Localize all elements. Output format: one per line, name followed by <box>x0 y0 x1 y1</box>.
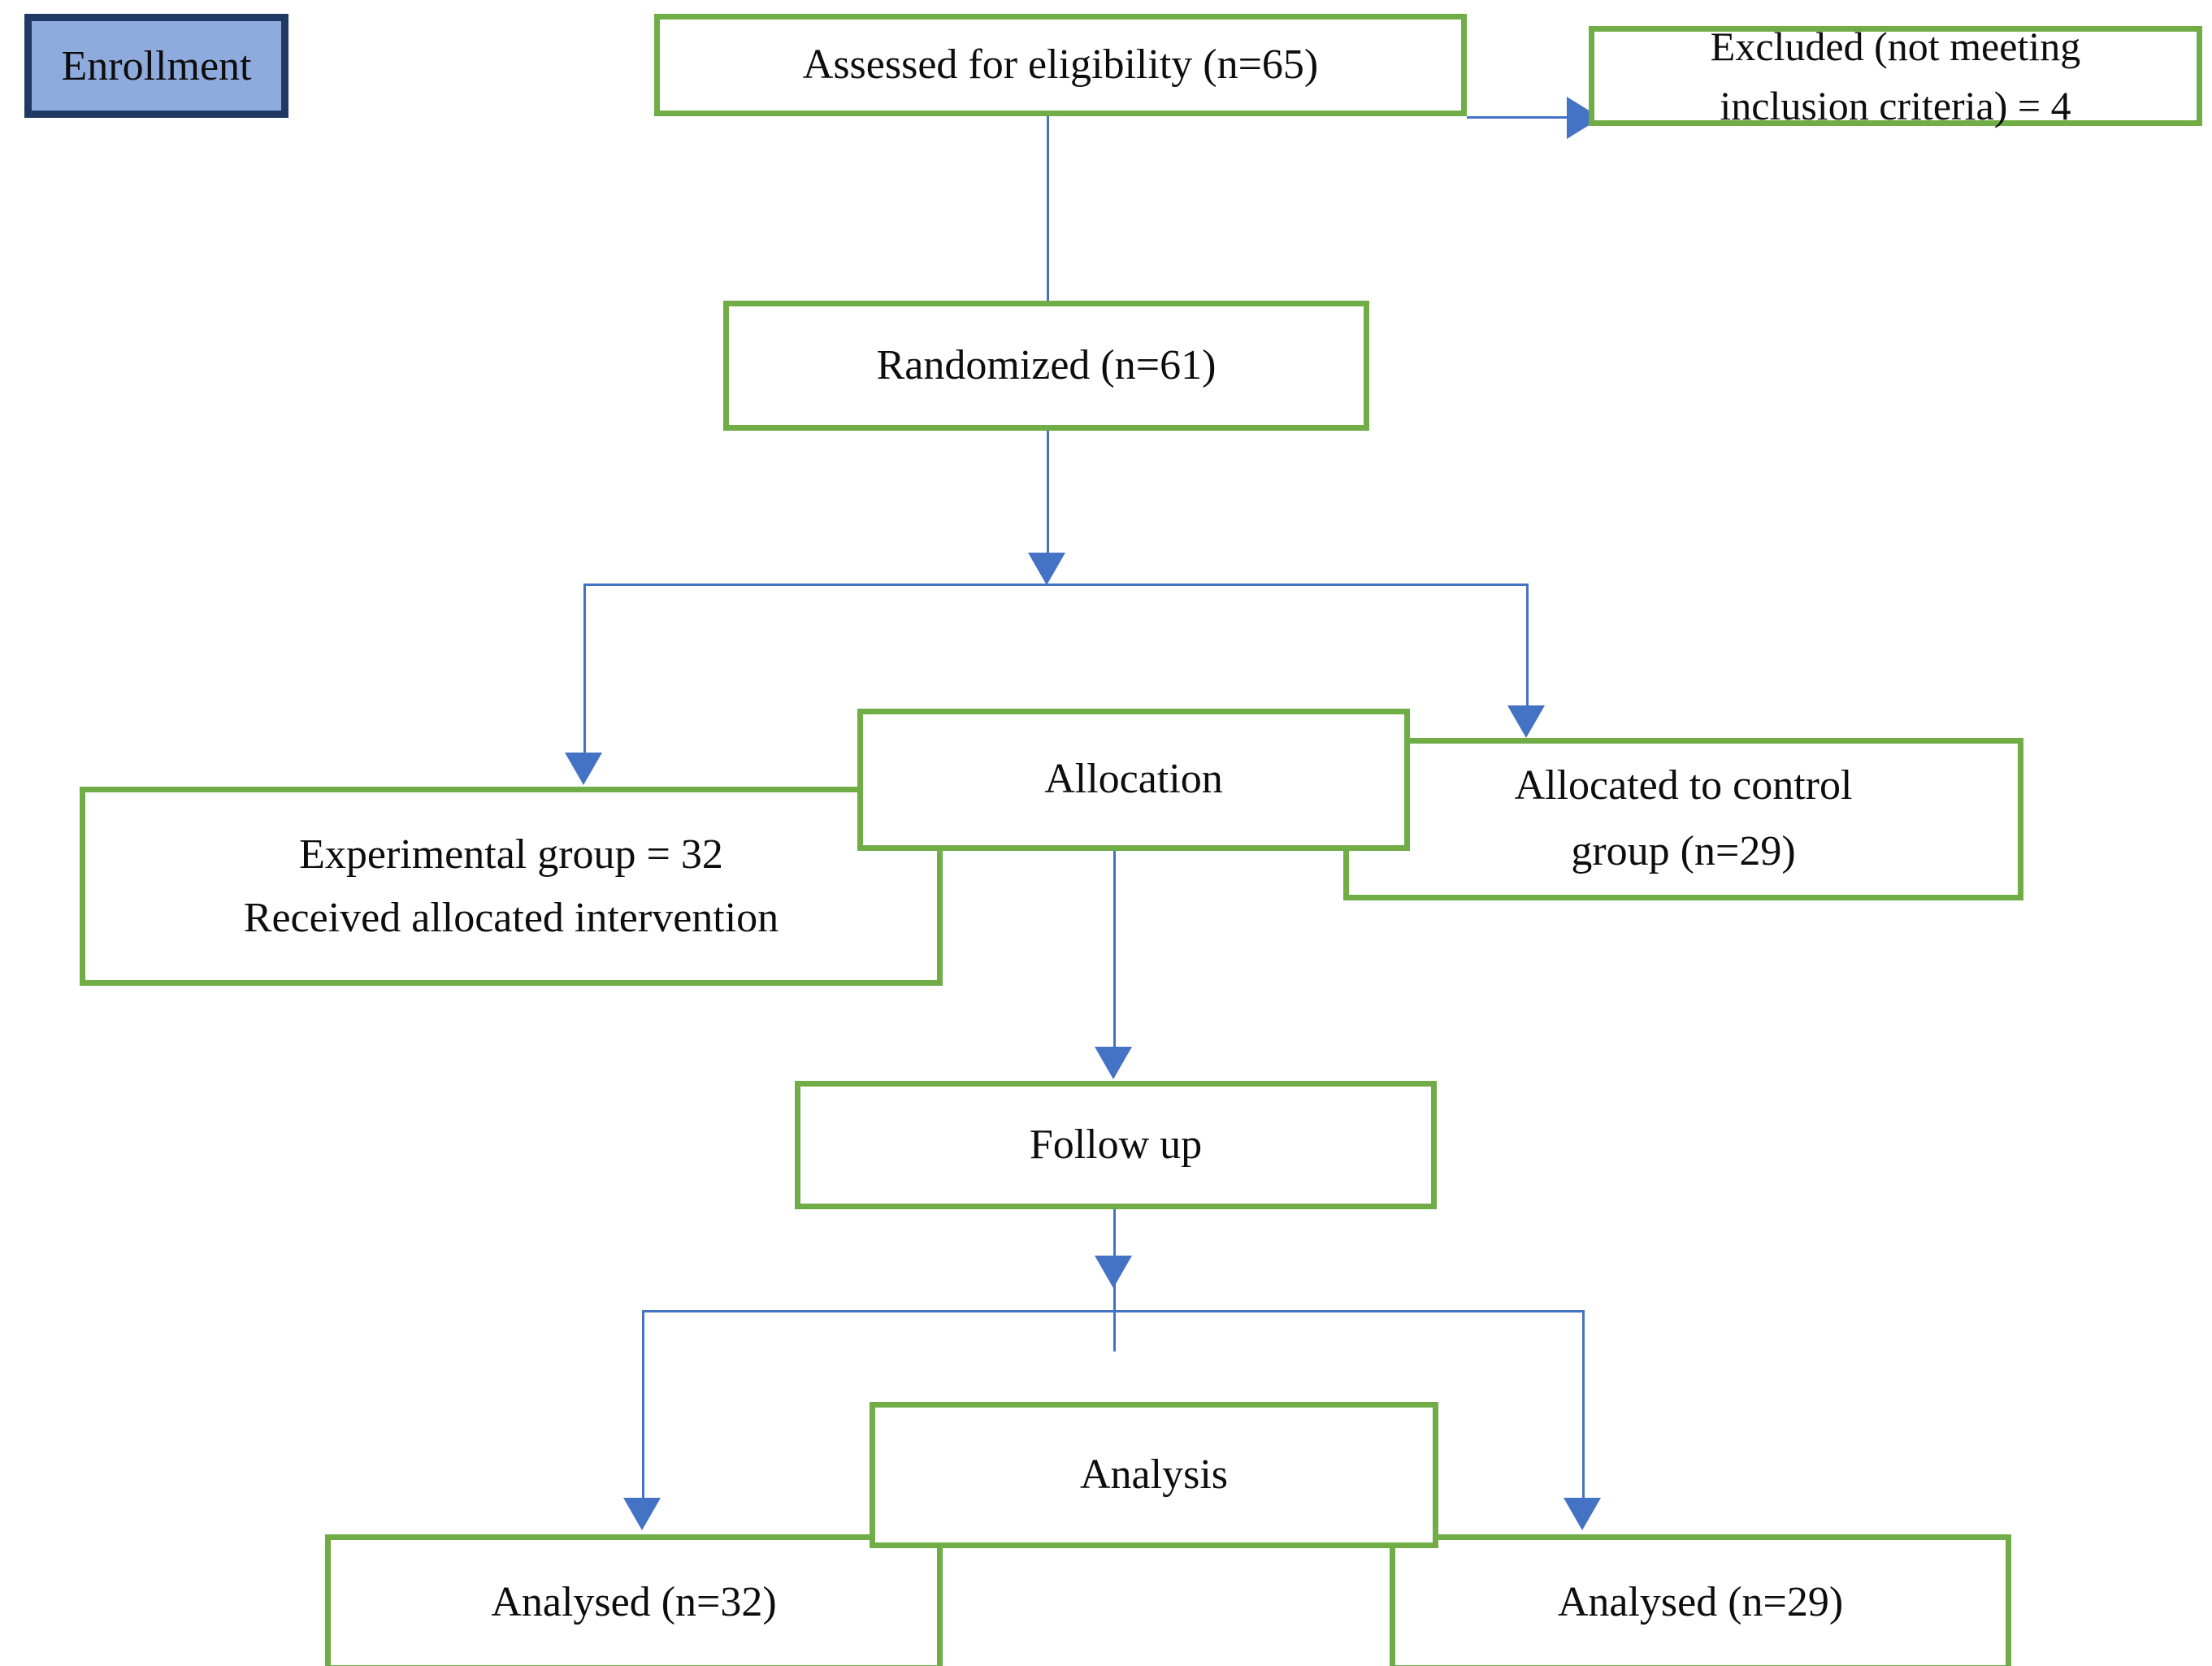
stage-box-allocation: Allocation <box>857 709 1410 851</box>
node-excluded-line2: inclusion criteria) = 4 <box>1720 82 2071 128</box>
node-experimental-group: Experimental group = 32 Received allocat… <box>80 787 943 986</box>
node-control-group-line1: Allocated to control <box>1514 762 1853 809</box>
stage-box-analysis-label: Analysis <box>1080 1451 1228 1498</box>
stage-chip-enrollment-label: Enrollment <box>61 42 252 89</box>
connector-analysis-right-branch <box>1582 1310 1585 1509</box>
node-excluded: Excluded (not meeting inclusion criteria… <box>1589 24 2202 128</box>
node-analysed-control-label: Analysed (n=29) <box>1557 1578 1844 1625</box>
node-control-group: Allocated to control group (n=29) <box>1343 738 2023 900</box>
node-randomized-label: Randomized (n=61) <box>876 341 1217 388</box>
node-assessed-for-eligibility: Assessed for eligibility (n=65) <box>654 14 1467 116</box>
arrowhead-allocation-to-followup <box>1095 1047 1132 1079</box>
connector-randomized-down <box>1047 431 1049 561</box>
connector-allocation-right-branch <box>1526 584 1529 709</box>
stage-box-analysis: Analysis <box>870 1402 1438 1548</box>
connector-assessed-to-randomized <box>1047 116 1049 303</box>
arrowhead-analysis-right <box>1564 1498 1601 1530</box>
node-randomized: Randomized (n=61) <box>723 301 1369 431</box>
node-control-group-line2: group (n=29) <box>1571 828 1796 874</box>
stage-box-allocation-label: Allocation <box>1044 756 1223 803</box>
node-analysed-control: Analysed (n=29) <box>1390 1534 2011 1666</box>
arrowhead-analysis-left <box>623 1498 661 1530</box>
stage-chip-enrollment: Enrollment <box>24 14 288 118</box>
stage-box-followup-label: Follow up <box>1029 1121 1203 1168</box>
arrowhead-randomized-down <box>1028 553 1065 585</box>
connector-allocation-to-followup <box>1113 849 1116 1056</box>
arrowhead-allocation-right <box>1507 705 1545 738</box>
arrowhead-allocation-left <box>565 753 602 785</box>
arrowhead-followup-down <box>1095 1256 1132 1288</box>
node-excluded-line1: Excluded (not meeting <box>1710 24 2081 69</box>
node-experimental-group-line2: Received allocated intervention <box>243 894 779 941</box>
node-experimental-group-line1: Experimental group = 32 <box>299 831 723 878</box>
connector-assessed-to-excluded <box>1467 116 1572 119</box>
stage-box-followup: Follow up <box>795 1081 1437 1209</box>
node-analysed-experimental-label: Analysed (n=32) <box>491 1578 777 1625</box>
connector-analysis-left-branch <box>642 1310 644 1509</box>
node-analysed-experimental: Analysed (n=32) <box>325 1534 943 1666</box>
node-assessed-for-eligibility-label: Assessed for eligibility (n=65) <box>802 41 1319 88</box>
connector-analysis-split-bar <box>642 1310 1585 1312</box>
connector-allocation-left-branch <box>583 584 586 758</box>
